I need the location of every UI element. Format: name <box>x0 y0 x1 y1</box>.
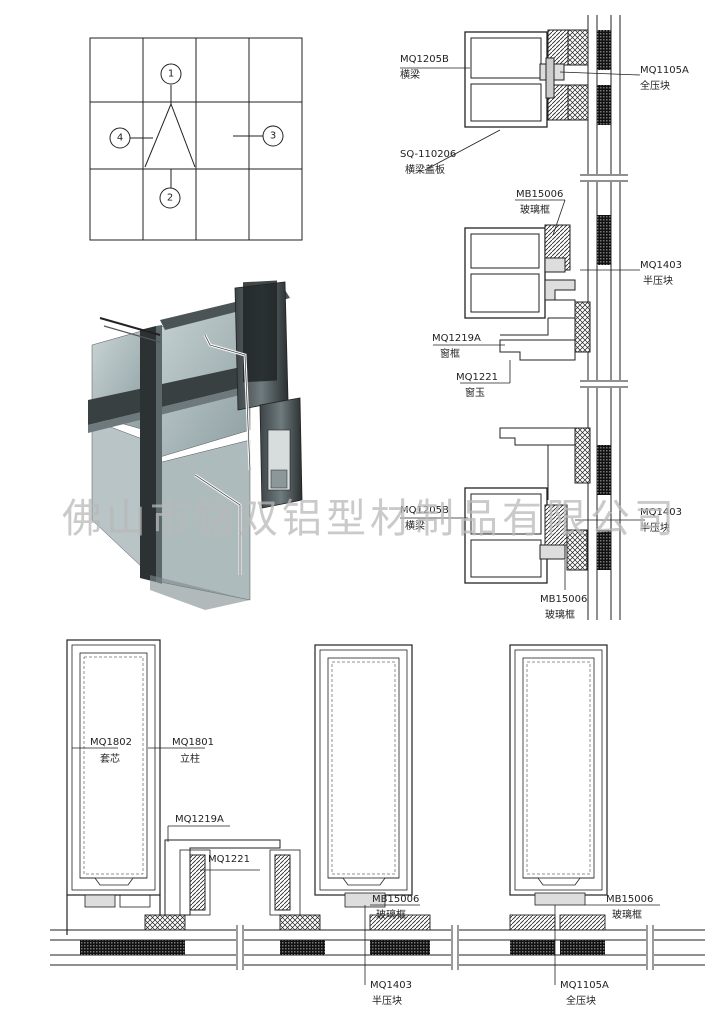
label-half-clamp-name: 半压块 <box>372 994 402 1007</box>
marker-circle-3 <box>262 125 284 147</box>
marker-2: 2 <box>167 193 173 204</box>
horizontal-glass-units <box>50 914 705 970</box>
mullion-right <box>509 644 608 906</box>
label-top-profile-name: 横梁 <box>400 68 420 81</box>
label-half-clamp-code: MQ1403 <box>370 980 412 991</box>
label-core-code: MQ1802 <box>90 737 132 748</box>
window-sash-profile <box>499 427 591 500</box>
marker-3: 3 <box>270 131 276 142</box>
label-bottom-frame-code: MB15006 <box>540 594 587 605</box>
grid-key-diagram <box>89 37 303 241</box>
marker-circle-1 <box>160 63 182 85</box>
label-mullion-window-frame-code: MQ1219A <box>175 814 224 825</box>
transom-bar <box>88 365 252 425</box>
label-core-name: 套芯 <box>100 752 120 765</box>
label-mullion-frame-code-mid: MB15006 <box>372 894 419 905</box>
label-mid-clamp-name: 半压块 <box>643 274 673 287</box>
label-full-clamp-code: MQ1105A <box>560 980 609 991</box>
section-line-left <box>144 103 172 168</box>
section-line-right <box>170 103 196 168</box>
label-sash-code: MQ1221 <box>456 372 498 383</box>
watermark-text: 佛山市铭双铝型材制品有限公司 <box>62 496 678 542</box>
label-mid-frame-name: 玻璃框 <box>520 203 550 216</box>
label-mid-clamp-code: MQ1403 <box>640 260 682 271</box>
label-window-frame-name: 窗框 <box>440 347 460 360</box>
label-window-frame-code: MQ1219A <box>432 333 481 344</box>
transom-top-profile <box>464 29 589 128</box>
label-full-clamp-name: 全压块 <box>566 994 596 1007</box>
window-frame-profile <box>499 301 591 361</box>
label-top-profile-code: MQ1205B <box>400 54 449 65</box>
label-mullion-frame-code-right: MB15006 <box>606 894 653 905</box>
leader-lines <box>400 67 645 590</box>
mullion-middle <box>314 644 413 908</box>
label-sash-name: 窗玉 <box>465 386 485 399</box>
label-bottom-profile-code: MQ1205B <box>400 505 449 516</box>
label-bottom-frame-name: 玻璃框 <box>545 608 575 621</box>
mullion-section-drawing <box>50 639 705 985</box>
label-mullion-code: MQ1801 <box>172 737 214 748</box>
label-top-clamp-name: 全压块 <box>640 79 670 92</box>
transom-middle-profile <box>464 224 576 319</box>
transom-section-drawing <box>400 15 645 620</box>
glass-pane-lower-left <box>91 419 146 571</box>
label-mid-frame-code: MB15006 <box>516 189 563 200</box>
curtain-wall-3d-view <box>88 280 303 610</box>
marker-1: 1 <box>168 69 174 80</box>
marker-circle-2 <box>159 187 181 209</box>
label-mullion-sash-code: MQ1221 <box>208 854 250 865</box>
marker-4: 4 <box>117 133 123 144</box>
label-mullion-frame-name-right: 玻璃框 <box>612 908 642 921</box>
transom-bottom-profile <box>464 487 588 584</box>
label-top-cover-name: 横梁盖板 <box>405 163 445 176</box>
mullion-leader-lines <box>72 747 660 985</box>
label-mullion-frame-name-mid: 玻璃框 <box>376 908 406 921</box>
label-bottom-clamp-name: 半压块 <box>640 521 670 534</box>
label-bottom-profile-name: 横梁 <box>405 519 425 532</box>
label-mullion-name: 立柱 <box>180 752 200 765</box>
mullion-bar <box>140 326 156 582</box>
label-bottom-clamp-code: MQ1403 <box>640 507 682 518</box>
marker-circle-4 <box>109 127 131 149</box>
mullion-left <box>66 639 161 935</box>
label-top-cover-code: SQ-110206 <box>400 149 456 160</box>
label-top-clamp-code: MQ1105A <box>640 65 689 76</box>
mullion-window-profiles <box>164 839 301 916</box>
